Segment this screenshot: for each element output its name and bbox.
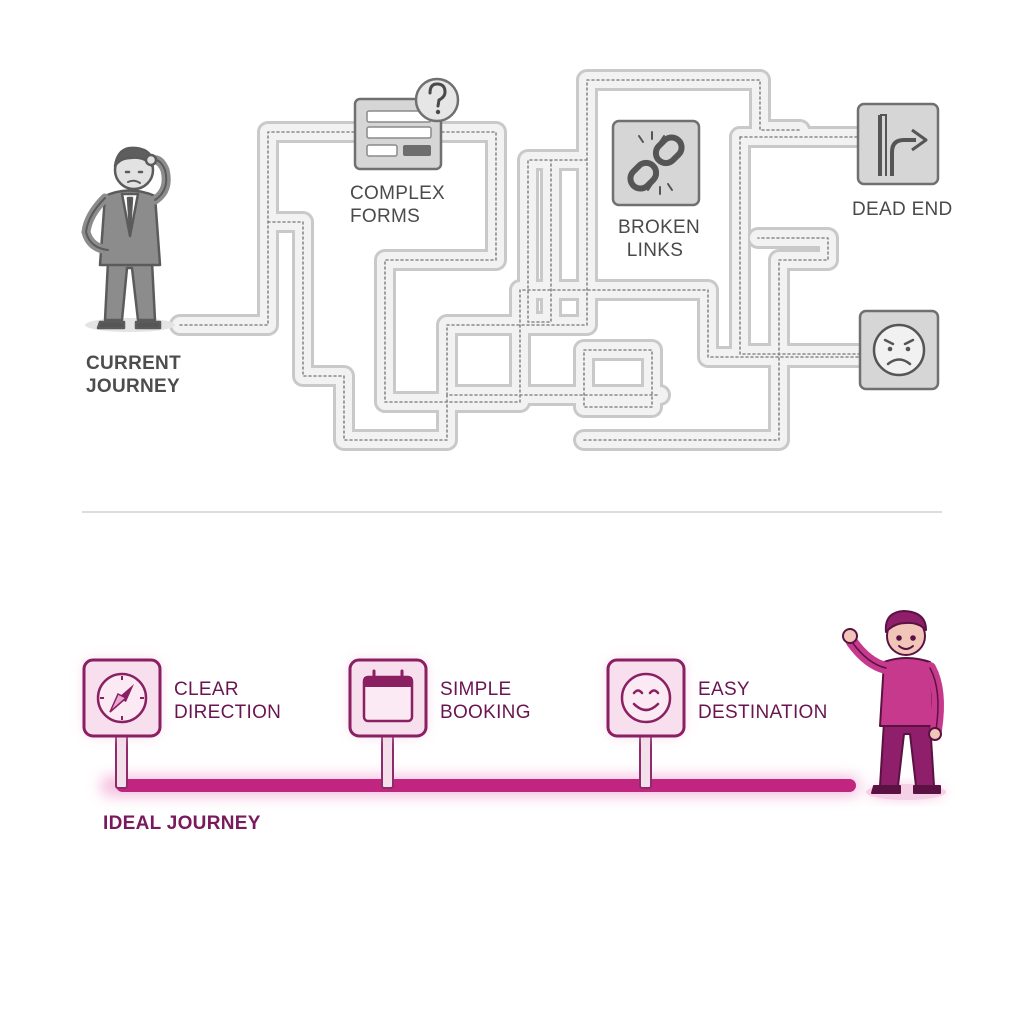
compass-icon [82, 658, 162, 738]
angry-face-icon [858, 309, 940, 391]
tangled-path-maze [169, 69, 873, 451]
obstacle-label-dead-end: DEAD END [852, 199, 953, 220]
smile-icon [606, 658, 686, 738]
milestone-label-simple-booking: SIMPLE BOOKING [440, 679, 531, 723]
milestone-label-clear-direction: CLEAR DIRECTION [174, 679, 282, 723]
calendar-icon [348, 658, 428, 738]
current-journey-label: CURRENT JOURNEY [86, 353, 181, 397]
ideal-journey-label: IDEAL JOURNEY [103, 813, 261, 834]
dead-end-arrow-icon [856, 102, 940, 186]
form-question-icon [353, 77, 460, 171]
waving-man-icon [842, 610, 944, 794]
obstacle-label-complex-forms: COMPLEX FORMS [350, 183, 446, 227]
confused-man-icon [81, 146, 171, 330]
milestone-label-easy-destination: EASY DESTINATION [698, 679, 828, 723]
broken-chain-icon [611, 119, 701, 207]
obstacle-label-broken-links: BROKEN LINKS [618, 217, 701, 261]
ideal-timeline-bar [116, 779, 856, 792]
